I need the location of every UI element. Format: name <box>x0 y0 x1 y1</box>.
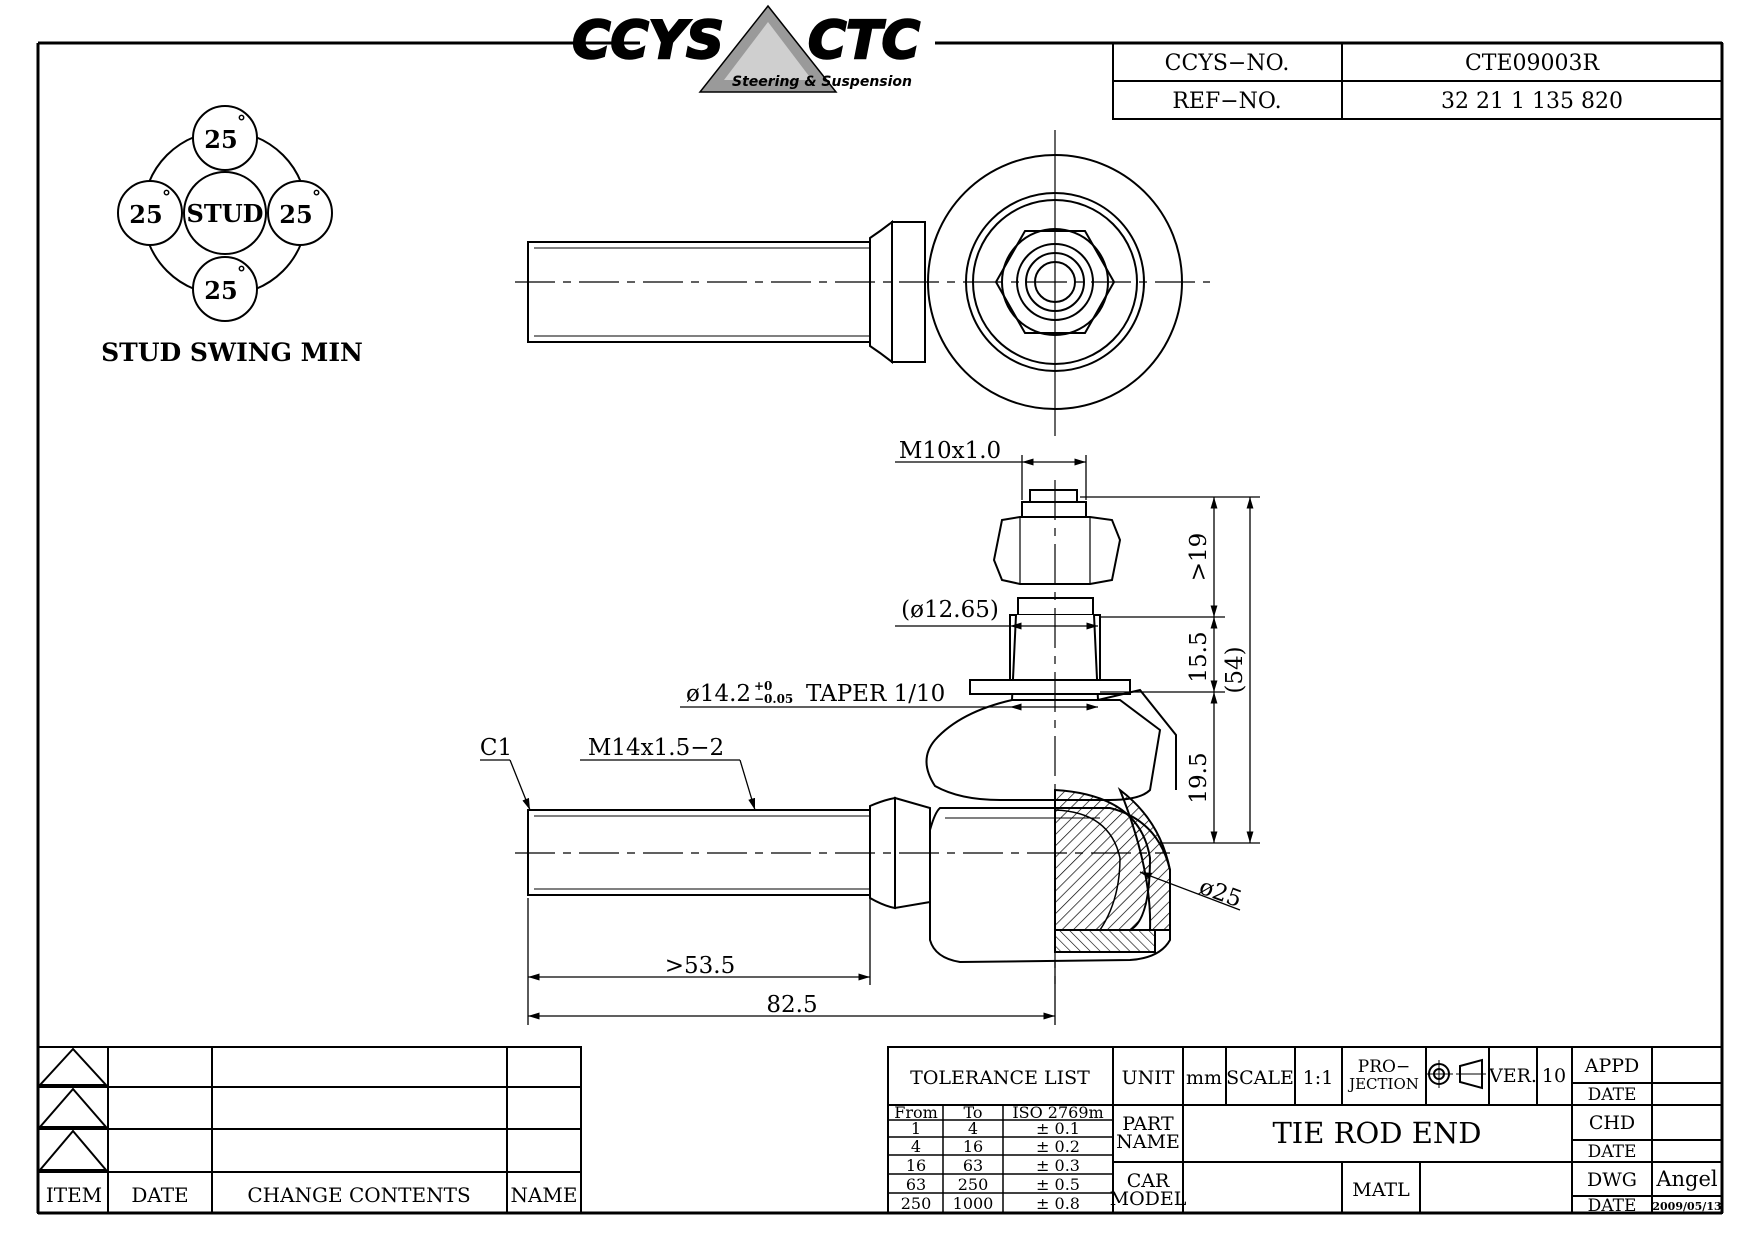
tol-row-to: 63 <box>963 1156 983 1175</box>
dim-taper-tol-lower: −0.05 <box>754 692 793 706</box>
title-block: TOLERANCE LIST From To ISO 2769m 1 4 ± 0… <box>887 1046 1723 1216</box>
dwg-date-value: 2009/05/13 <box>1652 1200 1721 1213</box>
dim-15-5: 15.5 <box>1186 631 1212 682</box>
tol-row-to: 16 <box>963 1137 983 1156</box>
dim-taper-dia: ø14.2 <box>686 681 751 707</box>
dim-taper-tol-upper: +0 <box>754 679 772 693</box>
scale-value: 1:1 <box>1303 1067 1334 1089</box>
rev-col-date: DATE <box>131 1183 188 1207</box>
chd-date-label: DATE <box>1588 1142 1637 1162</box>
tol-row-to: 4 <box>968 1119 978 1138</box>
dwg-value: Angel <box>1655 1167 1718 1191</box>
dim-19: >19 <box>1186 533 1212 582</box>
swing-bottom-angle: 25 <box>204 276 237 305</box>
dim-shank-length: >53.5 <box>665 953 735 979</box>
stud-label: STUD <box>187 199 264 228</box>
dim-ball-dia: ø25 <box>1196 874 1245 913</box>
degree-mark: ° <box>237 112 246 133</box>
tol-row-to: 1000 <box>953 1194 994 1213</box>
tol-row-from: 63 <box>906 1175 926 1194</box>
ref-no-value: 32 21 1 135 820 <box>1441 89 1623 114</box>
car-model-label: CAR <box>1127 1170 1170 1192</box>
chd-label: CHD <box>1589 1112 1635 1134</box>
stud-swing-title: STUD SWING MIN <box>101 338 363 367</box>
dwg-date-label: DATE <box>1588 1196 1637 1216</box>
appd-date-label: DATE <box>1588 1085 1637 1105</box>
projection-label: JECTION <box>1347 1075 1419 1093</box>
part-name-label: NAME <box>1116 1131 1180 1153</box>
tol-header-iso: ISO 2769m <box>1012 1103 1103 1122</box>
degree-mark: ° <box>312 187 321 208</box>
ver-label: VER. <box>1488 1065 1537 1087</box>
tol-row-from: 16 <box>906 1156 926 1175</box>
part-name-value: TIE ROD END <box>1272 1116 1481 1150</box>
unit-label: UNIT <box>1122 1067 1175 1089</box>
logo-brand-left: CCYS <box>572 11 723 71</box>
part-name-label: PART <box>1122 1113 1174 1135</box>
dwg-label: DWG <box>1587 1169 1637 1191</box>
dim-chamfer: C1 <box>480 735 512 761</box>
rev-col-name: NAME <box>510 1183 577 1207</box>
tolerance-title: TOLERANCE LIST <box>910 1067 1090 1089</box>
appd-label: APPD <box>1584 1055 1640 1077</box>
ver-value: 10 <box>1542 1065 1566 1087</box>
tol-row-from: 1 <box>911 1119 921 1138</box>
dim-dia-12-65: (ø12.65) <box>901 597 999 623</box>
dimension-lines <box>480 455 1260 1025</box>
tol-row-value: ± 0.5 <box>1036 1175 1080 1194</box>
swing-left-angle: 25 <box>129 200 162 229</box>
stud-swing-diagram: STUD 25 25 25 25 ° ° ° ° STUD SWING MIN <box>101 105 363 367</box>
dimension-texts: M10x1.0 >19 15.5 19.5 (54) (ø12.65) ø14.… <box>480 438 1248 1018</box>
dim-54: (54) <box>1222 646 1248 693</box>
swing-right-angle: 25 <box>279 200 312 229</box>
scale-label: SCALE <box>1226 1067 1294 1089</box>
tol-row-value: ± 0.2 <box>1036 1137 1080 1156</box>
tol-row-from: 250 <box>901 1194 932 1213</box>
dim-shank-thread: M14x1.5−2 <box>588 735 724 761</box>
rev-col-item: ITEM <box>46 1183 102 1207</box>
rev-col-change: CHANGE CONTENTS <box>247 1183 470 1207</box>
logo-tagline: Steering & Suspension <box>732 74 912 90</box>
tol-row-value: ± 0.3 <box>1036 1156 1080 1175</box>
top-view <box>515 130 1210 436</box>
dim-thread-top: M10x1.0 <box>899 438 1001 464</box>
side-view <box>515 480 1177 990</box>
matl-label: MATL <box>1352 1179 1410 1201</box>
dim-overall-length: 82.5 <box>766 992 817 1018</box>
tol-row-to: 250 <box>958 1175 989 1194</box>
tol-header-to: To <box>963 1103 982 1122</box>
dim-19-5: 19.5 <box>1186 752 1212 803</box>
logo-brand-right: CTC <box>808 11 920 71</box>
swing-top-angle: 25 <box>204 125 237 154</box>
ccys-no-label: CCYS−NO. <box>1165 51 1290 76</box>
part-number-box: CCYS−NO. CTE09003R REF−NO. 32 21 1 135 8… <box>1112 42 1723 120</box>
degree-mark: ° <box>162 187 171 208</box>
tol-row-value: ± 0.8 <box>1036 1194 1080 1213</box>
dim-taper-label: TAPER 1/10 <box>806 681 945 707</box>
tol-header-from: From <box>894 1103 938 1122</box>
unit-value: mm <box>1186 1067 1222 1089</box>
ccys-no-value: CTE09003R <box>1465 51 1601 76</box>
tol-row-from: 4 <box>911 1137 921 1156</box>
degree-mark: ° <box>237 263 246 284</box>
car-model-label: MODEL <box>1110 1188 1187 1210</box>
tol-row-value: ± 0.1 <box>1036 1119 1080 1138</box>
projection-label: PRO− <box>1358 1057 1410 1077</box>
ref-no-label: REF−NO. <box>1172 89 1281 114</box>
company-logo: CCYS CTC Steering & Suspension <box>571 4 921 93</box>
revision-table: ITEM DATE CHANGE CONTENTS NAME <box>37 1046 582 1214</box>
